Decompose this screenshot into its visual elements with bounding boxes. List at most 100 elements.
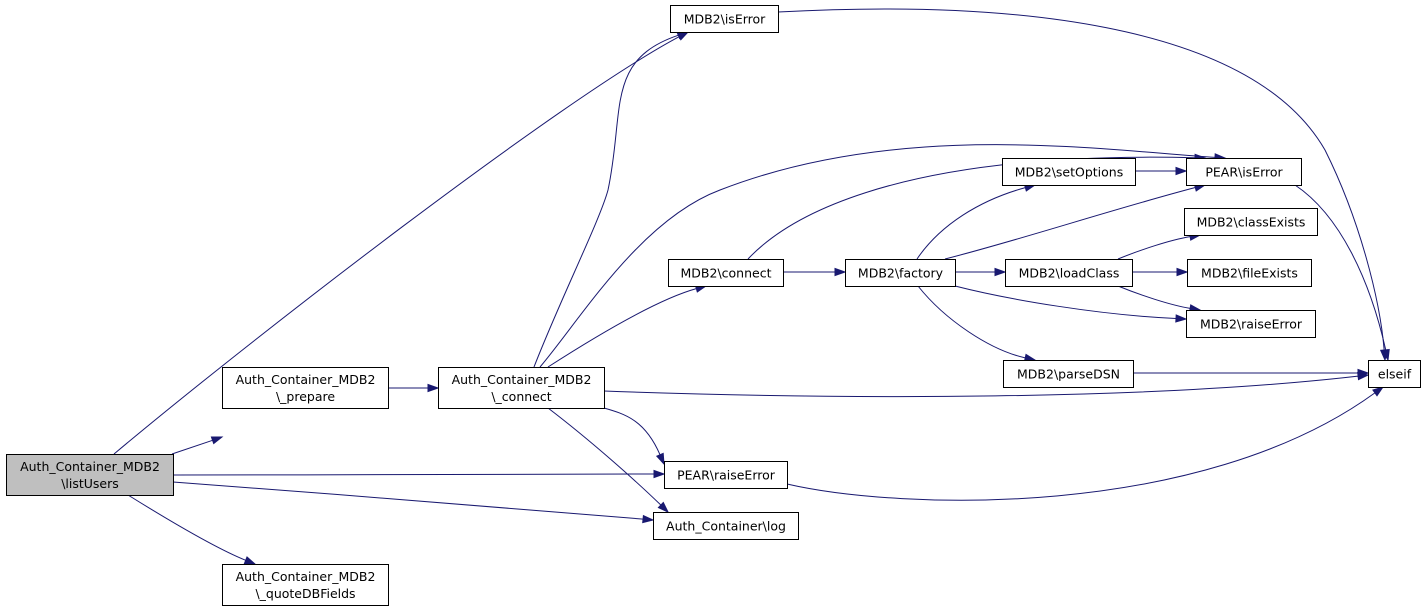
- arrowhead-icon: [243, 556, 257, 565]
- edge-connect_auth-to-log: [547, 407, 670, 514]
- edge-line: [127, 494, 246, 561]
- node-label: \_quoteDBFields: [255, 586, 355, 601]
- edge-connect_auth-to-raiseError_pear: [603, 407, 665, 466]
- edge-line: [539, 144, 1216, 368]
- edge-factory-to-raiseError_mdb2: [954, 285, 1188, 323]
- edge-line: [172, 481, 644, 520]
- edge-connect_auth-to-elseif: [603, 372, 1370, 398]
- node-connect_mdb2[interactable]: MDB2\connect: [668, 259, 784, 287]
- edge-listUsers-to-log: [172, 481, 655, 524]
- arrowhead-icon: [1176, 267, 1189, 277]
- node-label: \listUsers: [61, 476, 119, 491]
- node-box: [1184, 208, 1318, 236]
- node-label: Auth_Container_MDB2: [236, 569, 376, 584]
- arrowhead-icon: [653, 469, 666, 479]
- node-label: MDB2\fileExists: [1201, 266, 1298, 281]
- node-label: elseif: [1378, 367, 1412, 382]
- arrowhead-icon: [1357, 368, 1370, 378]
- node-label: MDB2\parseDSN: [1017, 367, 1120, 382]
- node-raiseError_pear[interactable]: PEAR\raiseError: [664, 461, 788, 489]
- edge-connect_mdb2-to-factory: [783, 267, 847, 277]
- edge-line: [113, 36, 680, 455]
- edge-prepare-to-connect_auth: [387, 383, 440, 393]
- node-box: [845, 259, 956, 287]
- node-listUsers: Auth_Container_MDB2 \listUsers: [6, 454, 174, 496]
- edge-setOptions-to-isError_pear: [1134, 166, 1188, 176]
- arrowhead-icon: [1175, 166, 1188, 176]
- node-label: Auth_Container_MDB2: [20, 459, 160, 474]
- node-label: MDB2\isError: [684, 12, 766, 27]
- edge-line: [547, 288, 697, 368]
- node-label: MDB2\loadClass: [1019, 266, 1120, 281]
- node-box: [1002, 158, 1136, 186]
- node-elseif[interactable]: elseif: [1368, 360, 1421, 388]
- edge-line: [171, 439, 213, 455]
- node-label: MDB2\connect: [681, 266, 772, 281]
- node-setOptions[interactable]: MDB2\setOptions: [1002, 158, 1136, 186]
- node-box: [1003, 360, 1134, 388]
- node-label: MDB2\factory: [858, 266, 944, 281]
- node-box: [222, 367, 389, 409]
- node-factory[interactable]: MDB2\factory: [845, 259, 956, 287]
- arrowhead-icon: [657, 501, 670, 514]
- edge-line: [777, 8, 1385, 351]
- arrowhead-icon: [655, 452, 665, 466]
- node-prepare[interactable]: Auth_Container_MDB2\_prepare: [222, 367, 389, 409]
- edge-listUsers-to-raiseError_pear: [172, 469, 666, 479]
- node-label: Auth_Container_MDB2: [452, 372, 592, 387]
- edge-connect_auth-to-isError_mdb2: [533, 31, 690, 368]
- node-fileExists[interactable]: MDB2\fileExists: [1187, 259, 1312, 287]
- node-label: PEAR\raiseError: [677, 468, 776, 483]
- node-box: [653, 512, 799, 540]
- arrowhead-icon: [1175, 314, 1188, 323]
- node-box: [1368, 360, 1421, 388]
- node-log[interactable]: Auth_Container\log: [653, 512, 799, 540]
- node-box: [1005, 259, 1133, 287]
- edge-line: [916, 187, 1026, 260]
- arrowhead-icon: [642, 514, 655, 524]
- edge-line: [1117, 285, 1191, 309]
- call-graph-nodes: Auth_Container_MDB2\listUsersAuth_Contai…: [6, 5, 1421, 606]
- edge-line: [547, 407, 662, 506]
- edge-factory-to-loadClass: [955, 267, 1007, 277]
- node-raiseError_mdb2[interactable]: MDB2\raiseError: [1186, 310, 1316, 338]
- arrowhead-icon: [834, 267, 847, 277]
- node-isError_mdb2[interactable]: MDB2\isError: [670, 5, 779, 33]
- node-classExists[interactable]: MDB2\classExists: [1184, 208, 1318, 236]
- node-box: [1186, 310, 1316, 338]
- edge-line: [603, 375, 1359, 398]
- node-label: \_connect: [491, 389, 551, 404]
- arrowhead-icon: [1372, 386, 1385, 397]
- edge-listUsers-to-prepare: [171, 436, 224, 455]
- edge-loadClass-to-classExists: [1117, 232, 1202, 260]
- node-isError_pear[interactable]: PEAR\isError: [1186, 158, 1302, 186]
- edge-line: [603, 407, 661, 456]
- node-quoteDBFields[interactable]: Auth_Container_MDB2 \_quoteDBFields: [222, 564, 389, 606]
- arrowhead-icon: [1381, 348, 1390, 362]
- node-box: [222, 564, 389, 606]
- arrowhead-icon: [427, 383, 440, 393]
- node-label: MDB2\setOptions: [1015, 165, 1123, 180]
- node-box: [1186, 158, 1302, 186]
- node-label: Auth_Container\log: [666, 519, 786, 534]
- arrowhead-icon: [210, 436, 224, 445]
- edge-line: [1117, 236, 1191, 260]
- node-label: \_prepare: [276, 389, 335, 404]
- node-box: [438, 367, 605, 409]
- node-label: PEAR\isError: [1205, 165, 1283, 180]
- arrowhead-icon: [994, 267, 1007, 277]
- node-loadClass[interactable]: MDB2\loadClass: [1005, 259, 1133, 287]
- node-box: [670, 5, 779, 33]
- node-box: [668, 259, 784, 287]
- edge-line: [786, 392, 1376, 501]
- edge-loadClass-to-fileExists: [1132, 267, 1189, 277]
- edge-line: [172, 473, 655, 476]
- node-label: MDB2\classExists: [1197, 215, 1306, 230]
- edge-parseDSN-to-elseif: [1133, 368, 1370, 378]
- edge-line: [1294, 184, 1387, 351]
- edge-line: [533, 34, 679, 368]
- node-parseDSN[interactable]: MDB2\parseDSN: [1003, 360, 1134, 388]
- node-connect_auth[interactable]: Auth_Container_MDB2 \_connect: [438, 367, 605, 409]
- edge-line: [954, 285, 1177, 320]
